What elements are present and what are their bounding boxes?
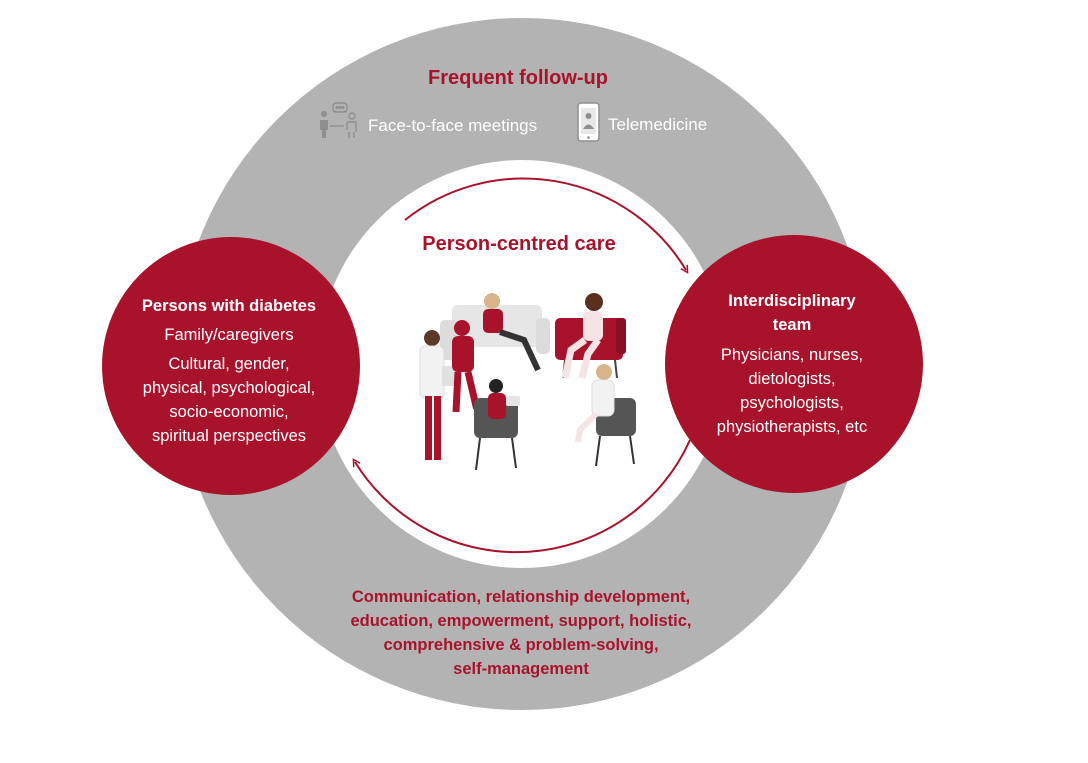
bottom-text-line-1: Communication, relationship development, bbox=[352, 588, 690, 606]
bottom-text-line-2: education, empowerment, support, holisti… bbox=[350, 612, 691, 630]
interdisciplinary-title-line-1: Interdisciplinary bbox=[728, 292, 856, 310]
left-node-line-2: physical, psychological, bbox=[143, 379, 315, 397]
left-node-line-1: Cultural, gender, bbox=[168, 355, 289, 373]
frequent-follow-up-title: Frequent follow-up bbox=[428, 67, 608, 89]
family-caregivers-label: Family/caregivers bbox=[164, 326, 293, 344]
bottom-cycle-arrow bbox=[355, 439, 691, 554]
right-node-line-1: Physicians, nurses, bbox=[721, 346, 863, 364]
face-to-face-meeting-icon bbox=[320, 102, 357, 138]
telemedicine-phone-icon bbox=[577, 102, 600, 142]
interdisciplinary-team-node bbox=[665, 235, 923, 493]
care-team-group-illustration bbox=[419, 293, 636, 471]
right-node-line-3: psychologists, bbox=[740, 394, 844, 412]
person-centred-care-title: Person-centred care bbox=[422, 233, 615, 255]
interdisciplinary-title-line-2: team bbox=[773, 316, 812, 334]
right-node-line-4: physiotherapists, etc bbox=[717, 418, 867, 436]
telemedicine-label: Telemedicine bbox=[608, 115, 707, 134]
top-cycle-arrow bbox=[404, 177, 686, 270]
persons-with-diabetes-node bbox=[102, 237, 360, 495]
bottom-text-line-4: self-management bbox=[453, 660, 589, 678]
inner-circle bbox=[318, 160, 726, 568]
persons-with-diabetes-title: Persons with diabetes bbox=[142, 297, 316, 315]
bottom-text-line-3: comprehensive & problem-solving, bbox=[383, 636, 658, 654]
left-node-line-4: spiritual perspectives bbox=[152, 427, 306, 445]
face-to-face-meetings-label: Face-to-face meetings bbox=[368, 116, 537, 135]
left-node-line-3: socio-economic, bbox=[169, 403, 288, 421]
right-node-line-2: dietologists, bbox=[748, 370, 835, 388]
